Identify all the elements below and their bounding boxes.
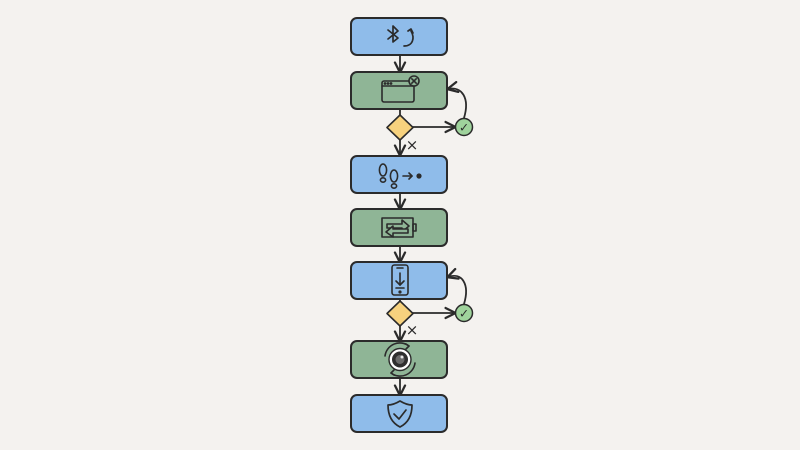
shield-check-icon	[387, 400, 413, 428]
decision-yes-symbol: ✓	[459, 121, 469, 135]
swap-arrows-battery-icon	[381, 217, 417, 238]
success-check-icon: ✓	[454, 117, 474, 137]
arrow-loop-back-to-step5	[446, 267, 467, 305]
phone-download-icon	[391, 264, 409, 296]
success-check-icon: ✓	[454, 303, 474, 323]
fail-x-icon: ×	[406, 136, 419, 154]
decision-yes-symbol: ✓	[459, 307, 469, 321]
step-box-phone-update[interactable]	[350, 261, 448, 300]
decision-2: ✓ ×	[386, 300, 474, 339]
footsteps-approach-icon	[378, 163, 422, 190]
step-box-walk-closer[interactable]	[350, 155, 448, 194]
decision-diamond[interactable]	[386, 114, 414, 141]
decision-1: ✓ ×	[386, 114, 474, 154]
connectors	[393, 54, 467, 397]
bluetooth-restart-icon	[387, 25, 414, 47]
step-box-bluetooth-restart[interactable]	[350, 17, 448, 56]
step-box-secured[interactable]	[350, 394, 448, 433]
fail-x-icon: ×	[406, 321, 419, 339]
decision-diamond[interactable]	[386, 300, 414, 327]
camera-reset-icon	[384, 342, 416, 377]
step-box-close-app-window[interactable]	[350, 71, 448, 110]
window-close-icon	[381, 75, 420, 103]
arrow-loop-back-to-step2	[446, 80, 467, 119]
step-boxes	[350, 17, 448, 433]
